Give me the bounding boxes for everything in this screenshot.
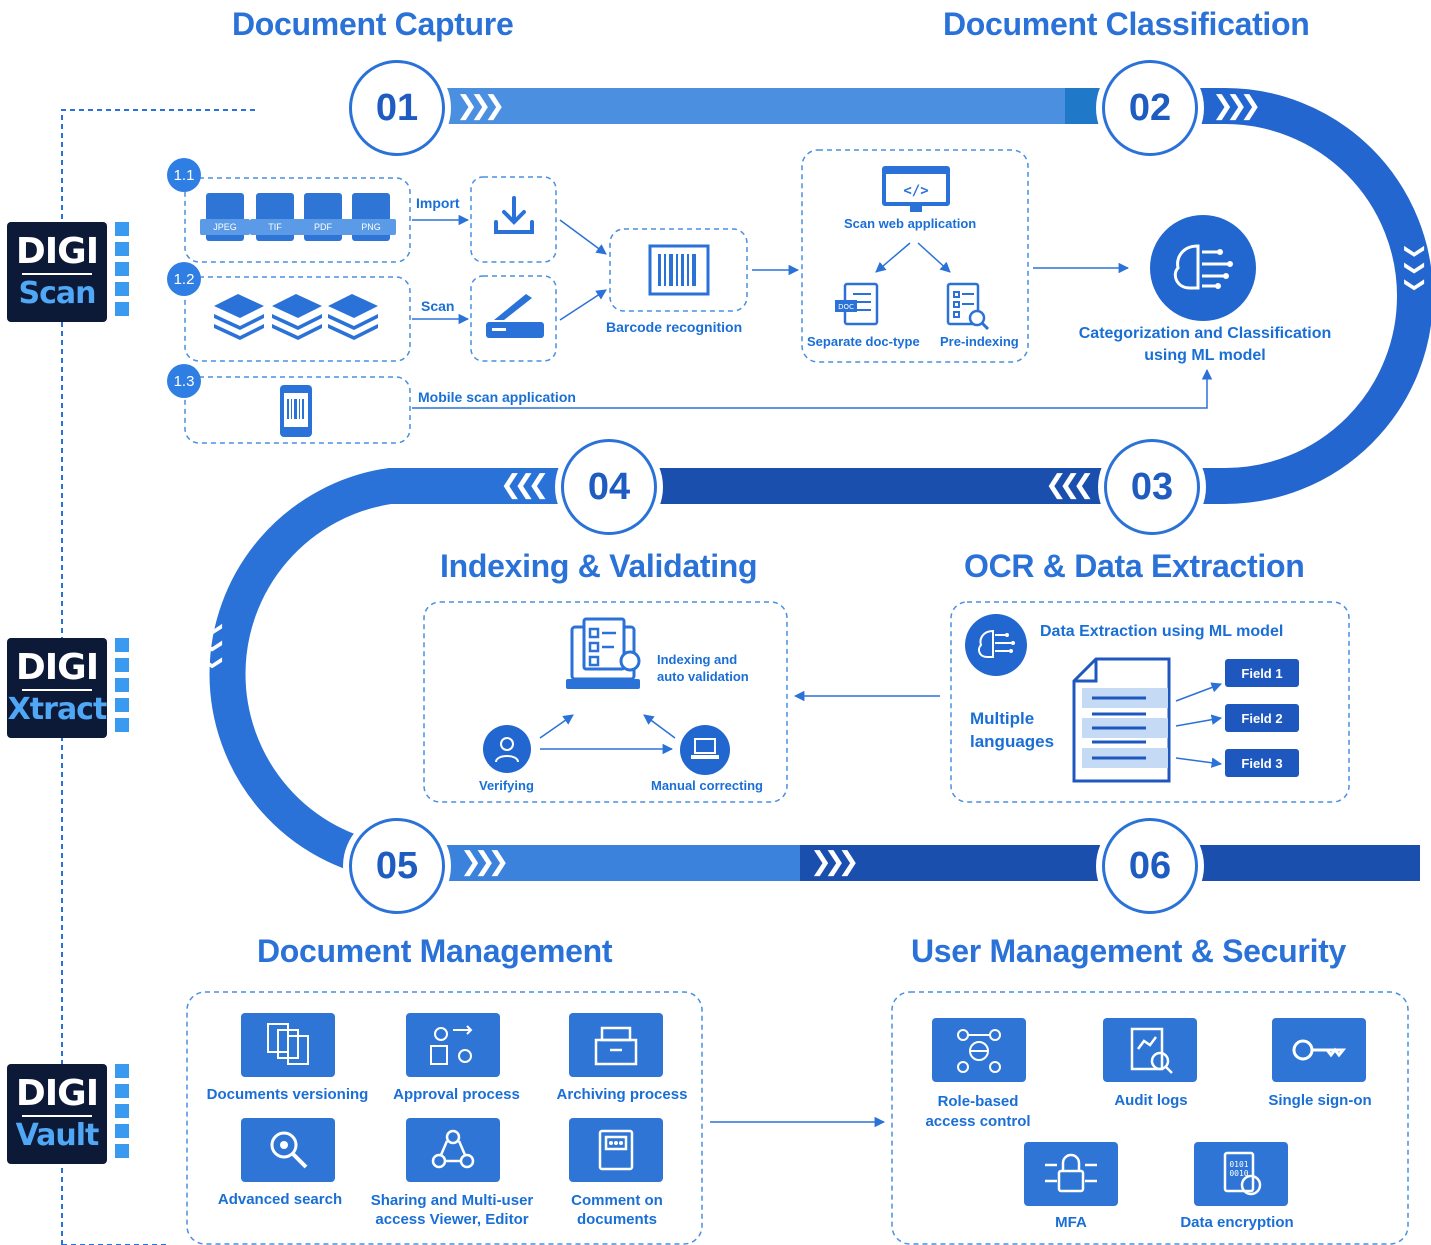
verifying-label: Verifying xyxy=(479,778,534,793)
paper-stack-icon xyxy=(214,294,378,340)
archive-icon xyxy=(569,1013,663,1077)
sharing-icon xyxy=(406,1118,500,1182)
mfa-lock-icon xyxy=(1024,1142,1118,1206)
stage-number-05: 05 xyxy=(349,818,445,914)
mobile-scan-label: Mobile scan application xyxy=(418,389,576,405)
track-top xyxy=(440,88,1140,124)
versioning-label: Documents versioning xyxy=(206,1086,369,1103)
tif-file-icon: TIF xyxy=(250,193,300,241)
step-badge-1-3: 1.3 xyxy=(167,364,201,398)
pre-indexing-icon xyxy=(946,282,990,330)
user-icon xyxy=(483,725,531,773)
multiple-languages-label: Multiple languages xyxy=(970,709,1055,751)
field-1-tag: Field 1 xyxy=(1225,659,1299,687)
stage-title-management: Document Management xyxy=(257,933,613,969)
barcode-label: Barcode recognition xyxy=(606,319,743,335)
brand-dots xyxy=(115,638,129,738)
advanced-search-label: Advanced search xyxy=(217,1191,343,1208)
track-bottom xyxy=(430,845,800,881)
barcode-icon xyxy=(648,244,710,296)
stage-title-security: User Management & Security xyxy=(911,933,1347,969)
manual-correcting-label: Manual correcting xyxy=(651,778,763,793)
stage-number-02: 02 xyxy=(1102,60,1198,156)
auto-validation-label: Indexing and auto validation xyxy=(657,652,749,684)
svg-text:DOC: DOC xyxy=(838,303,854,311)
brand-dots xyxy=(115,222,129,322)
svg-text:0010: 0010 xyxy=(1229,1169,1248,1178)
comment-label: Comment on documents xyxy=(571,1192,663,1228)
chevron-down-icon: ❯❯❯ xyxy=(202,620,225,672)
role-access-label: Role-based access control xyxy=(925,1093,1031,1130)
role-access-icon xyxy=(932,1018,1026,1082)
track-middle xyxy=(600,468,1200,504)
audit-logs-icon xyxy=(1103,1018,1197,1082)
scanner-icon xyxy=(486,294,544,338)
pre-indexing-label: Pre-indexing xyxy=(940,334,1019,349)
track-right-curve xyxy=(1140,88,1431,504)
import-label: Import xyxy=(416,195,460,211)
chevron-right-icon: ❯❯❯ xyxy=(460,846,509,876)
stage-number-01: 01 xyxy=(349,60,445,156)
stage-title-ocr: OCR & Data Extraction xyxy=(964,548,1305,584)
search-icon xyxy=(241,1118,335,1182)
comment-icon xyxy=(569,1118,663,1182)
ocr-title: Data Extraction using ML model xyxy=(1040,623,1284,640)
stage-title-indexing: Indexing & Validating xyxy=(440,548,758,584)
ml-brain-small-icon xyxy=(965,614,1027,676)
encryption-label: Data encryption xyxy=(1180,1214,1294,1231)
png-file-icon: PNG xyxy=(346,193,396,241)
step-badge-1-1: 1.1 xyxy=(167,158,201,192)
approval-label: Approval process xyxy=(393,1086,520,1103)
brand-dots xyxy=(115,1064,129,1164)
doc-type-icon: DOC xyxy=(835,282,879,326)
ml-classification-label: Categorization and Classification using … xyxy=(1078,325,1332,364)
chevron-left-icon: ❮❮❮ xyxy=(1045,469,1094,499)
field-3-tag: Field 3 xyxy=(1225,749,1299,777)
laptop-user-icon xyxy=(680,725,730,775)
versioning-icon xyxy=(241,1013,335,1077)
stage-title-capture: Document Capture xyxy=(232,6,514,42)
field-2-tag: Field 2 xyxy=(1225,704,1299,732)
svg-text:</>: </> xyxy=(903,183,928,199)
brand-rail xyxy=(61,109,255,1245)
stage-number-06: 06 xyxy=(1102,818,1198,914)
auto-validation-icon xyxy=(566,617,641,689)
archiving-label: Archiving process xyxy=(556,1086,688,1103)
stage-number-04: 04 xyxy=(561,439,657,535)
ml-brain-icon xyxy=(1150,215,1256,321)
stage-number-03: 03 xyxy=(1104,439,1200,535)
download-icon xyxy=(494,196,534,234)
encryption-icon: 0101 0010 xyxy=(1194,1142,1288,1206)
step-badge-1-2: 1.2 xyxy=(167,262,201,296)
stage-title-classification: Document Classification xyxy=(943,6,1310,42)
chevron-right-icon: ❯❯❯ xyxy=(1212,90,1261,120)
chevron-down-icon: ❯❯❯ xyxy=(1404,242,1427,294)
approval-icon xyxy=(406,1013,500,1077)
chevron-right-icon: ❯❯❯ xyxy=(456,90,505,120)
web-app-label: Scan web application xyxy=(844,216,977,231)
scan-label: Scan xyxy=(421,298,455,314)
sso-label: Single sign-on xyxy=(1268,1092,1372,1109)
sharing-label: Sharing and Multi-user access Viewer, Ed… xyxy=(370,1192,534,1228)
track-left-curve xyxy=(209,468,470,880)
pdf-file-icon: PDF xyxy=(298,193,348,241)
web-app-icon: </> xyxy=(882,166,950,212)
audit-logs-label: Audit logs xyxy=(1114,1092,1188,1109)
document-icon xyxy=(1072,657,1171,783)
separate-doc-label: Separate doc-type xyxy=(807,334,920,349)
chevron-right-icon: ❯❯❯ xyxy=(810,846,859,876)
chevron-left-icon: ❮❮❮ xyxy=(500,469,549,499)
mobile-scan-icon xyxy=(280,385,312,437)
key-icon xyxy=(1272,1018,1366,1082)
mfa-label: MFA xyxy=(1055,1214,1087,1231)
svg-text:0101: 0101 xyxy=(1229,1160,1248,1169)
jpeg-file-icon: JPEG xyxy=(200,193,250,241)
